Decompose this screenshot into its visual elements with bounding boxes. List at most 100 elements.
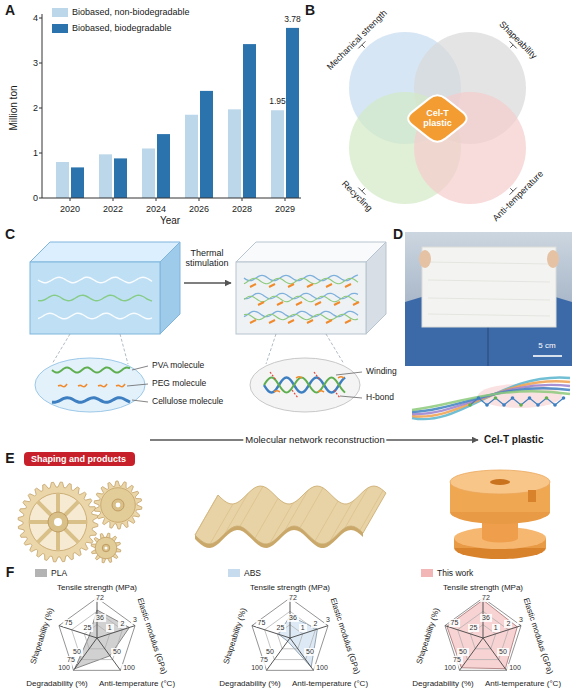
tick-value: 72 [94, 594, 106, 602]
network-chain [244, 311, 358, 316]
axis-title: Tensile strength (MPa) [443, 583, 523, 592]
sheet-ridge [255, 498, 278, 538]
tick-value: 1 [106, 624, 114, 632]
peg-dash [345, 320, 351, 323]
radar-axis [483, 626, 521, 638]
axis-title: Shapeability (%) [415, 607, 442, 665]
bar [286, 28, 299, 198]
gear-rim [95, 537, 117, 559]
tick-value: 100 [56, 664, 72, 672]
peg-dash [307, 320, 313, 323]
gear-hole [54, 518, 62, 526]
bar [228, 109, 241, 198]
legend-item: PLA [35, 568, 67, 578]
tick-value: 100 [314, 664, 330, 672]
zoom-inset [35, 358, 145, 412]
bar [56, 162, 69, 198]
tick-value: 2 [33, 103, 38, 113]
axis-title: Shapeability (%) [222, 607, 249, 665]
gear-hub [112, 499, 124, 511]
panel-letter: E [5, 450, 14, 466]
leader-line [340, 396, 362, 398]
venn-tick [510, 188, 513, 191]
legend-swatch [421, 569, 433, 577]
tick-value: 50 [497, 648, 509, 656]
bar [99, 154, 112, 198]
molecule-atom [494, 396, 498, 400]
tick-value: 2 [311, 620, 319, 628]
tick-value: 72 [287, 594, 299, 602]
zoom-line [266, 334, 276, 364]
tick-value: 2024 [146, 204, 166, 214]
tick-value: 2028 [232, 204, 252, 214]
bar [114, 158, 127, 198]
peg-dash [345, 284, 351, 287]
tick-value: 1 [492, 624, 500, 632]
block-top [236, 242, 386, 262]
tick-value: 75 [449, 618, 461, 626]
peg-dash [334, 302, 340, 305]
peg-dash [250, 320, 256, 323]
network-chain [244, 278, 358, 283]
peg-dash [269, 284, 275, 287]
node-label: Shaping and products [31, 454, 128, 464]
gear-hub [102, 544, 110, 552]
venn-circle [414, 92, 526, 204]
tick-value: 3 [33, 58, 38, 68]
bar-value: 3.78 [284, 15, 301, 25]
tick-value: 2 [504, 620, 512, 628]
legend-item: ABS [228, 568, 261, 578]
part-label: H-bond [366, 393, 394, 403]
peg-chain [116, 384, 125, 387]
tick-value: 2020 [60, 204, 80, 214]
plastic-sheet [422, 247, 556, 327]
zoom-inset [250, 358, 360, 412]
axis-title: Tensile strength (MPa) [250, 583, 330, 592]
legend-text: ABS [244, 568, 261, 578]
radar-grid [59, 598, 135, 670]
part-label: Winding [366, 367, 397, 377]
panel-letter: B [305, 2, 315, 18]
part-label: PEG molecule [152, 379, 206, 389]
tick-value: 75 [65, 656, 77, 664]
part-label: PVA molecule [152, 361, 204, 371]
network-chain [244, 314, 358, 319]
cellulose-chain [264, 377, 345, 392]
sheet-edge [195, 526, 363, 548]
panel-letter: F [6, 564, 15, 580]
tick-value: 36 [480, 614, 492, 622]
legend-item: Biobased, non-biodegradable [52, 7, 190, 17]
gear-rim [29, 493, 87, 551]
molecule-chain [470, 398, 564, 405]
tick-value: 100 [121, 664, 137, 672]
fiber-strand [412, 378, 570, 420]
axis-title: Degradability (%) [412, 679, 473, 688]
radar-area [447, 600, 517, 669]
tick-value: 75 [451, 656, 463, 664]
gear [91, 533, 121, 563]
axis-title: Degradability (%) [219, 679, 280, 688]
peg-dash [326, 320, 332, 323]
scale-bar [533, 355, 562, 357]
fiber-strand [412, 388, 570, 412]
block-side [366, 242, 386, 334]
tick-value: 50 [111, 648, 123, 656]
sheet-texture [428, 298, 550, 300]
bar [71, 167, 84, 198]
bar [243, 44, 256, 198]
gear-rim [101, 488, 136, 523]
process-label: Thermal stimulation [179, 248, 235, 269]
process-label: Molecular network reconstruction [243, 435, 386, 446]
scale-label: 5 cm [538, 341, 555, 350]
legend-swatch [35, 569, 47, 577]
peg-chain [274, 391, 280, 392]
legend-swatch [52, 8, 68, 17]
process-arrow [184, 282, 231, 284]
tick-value: 3 [324, 616, 332, 624]
bar-value: 1.95 [269, 97, 286, 107]
tick-value: 2022 [103, 204, 123, 214]
sheet-ridge [360, 490, 383, 530]
tick-value: 2026 [189, 204, 209, 214]
axis-title: Shapeability (%) [29, 607, 56, 665]
peg-dash [288, 320, 294, 323]
